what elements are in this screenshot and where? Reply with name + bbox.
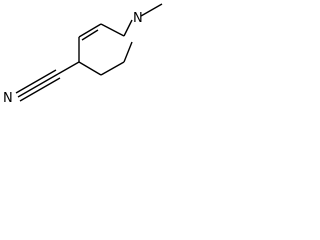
bond-ring-right-upper <box>123 41 133 63</box>
atom-label-ring-nitrogen: N <box>133 11 143 26</box>
bond-n-methyl <box>140 3 163 17</box>
atom-label-nitrile-nitrogen: N <box>3 91 13 106</box>
bond-triple-1 <box>17 73 59 98</box>
bond-ring-top-left <box>100 23 125 37</box>
molecule-structure: N N <box>3 3 163 106</box>
bond-ring-left-double-outer <box>78 23 102 38</box>
bond-ring-bottom-left <box>78 61 102 76</box>
bond-triple-2 <box>15 69 57 94</box>
bond-ring-left-double-inner <box>81 29 99 41</box>
bond-ring-to-nitrile <box>57 61 80 75</box>
bond-ring-bottom-right <box>100 61 125 76</box>
bond-triple-3 <box>19 77 61 102</box>
bond-ring-top-right <box>123 19 133 37</box>
